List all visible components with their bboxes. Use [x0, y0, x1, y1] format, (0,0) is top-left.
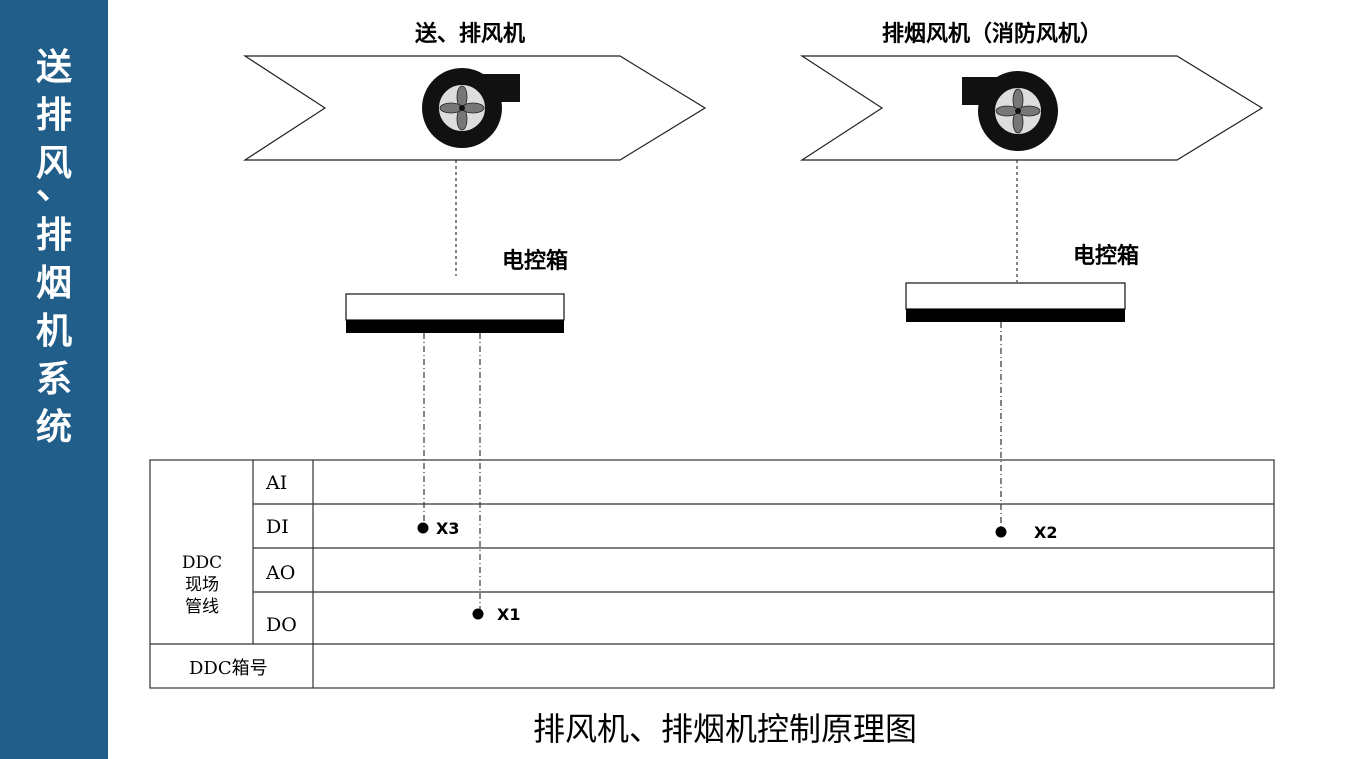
sidebar: 送 排 风 、 排 烟 机 系 统	[0, 0, 108, 759]
sidebar-char: 风	[35, 143, 72, 184]
point-x3-label: X3	[436, 519, 460, 538]
fan-title-left: 送、排风机	[415, 22, 526, 47]
ddc-label-line: 管线	[185, 597, 219, 617]
sidebar-char: 机	[35, 311, 72, 352]
ddc-box-number-label: DDC箱号	[189, 658, 268, 679]
control-box-right	[905, 282, 1126, 322]
point-x1-label: X1	[497, 605, 521, 624]
sidebar-char: 送	[35, 47, 72, 88]
point-x2-label: X2	[1034, 523, 1058, 542]
ddc-label-line: DDC	[181, 553, 223, 573]
sidebar-char: 排	[35, 215, 72, 256]
sidebar-char: 、	[35, 166, 72, 207]
row-label-ao: AO	[266, 562, 296, 584]
ddc-table	[149, 459, 1275, 689]
point-x2-dot	[995, 526, 1007, 538]
fan-title-right: 排烟风机（消防风机）	[882, 22, 1103, 47]
fan-icon	[962, 71, 1058, 151]
sidebar-char: 烟	[35, 263, 72, 304]
row-label-do: DO	[266, 614, 297, 636]
point-x3-dot	[417, 522, 429, 534]
ddc-label-line: 现场	[185, 575, 219, 595]
row-label-ai: AI	[266, 472, 288, 494]
sidebar-char: 系	[35, 359, 72, 400]
row-label-di: DI	[266, 516, 289, 538]
point-x1-dot	[472, 608, 484, 620]
control-box-label-right: 电控箱	[1073, 244, 1140, 269]
control-box-left	[345, 293, 565, 333]
sidebar-char: 统	[35, 407, 72, 448]
sidebar-title: 送 排 风 、 排 烟 机 系 统	[0, 44, 108, 452]
fan-icon	[422, 68, 520, 148]
sidebar-char: 排	[35, 95, 72, 136]
diagram-caption: 排风机、排烟机控制原理图	[532, 710, 917, 748]
ddc-field-wiring-label: DDC 现场 管线	[162, 552, 242, 618]
control-box-label-left: 电控箱	[502, 249, 569, 274]
